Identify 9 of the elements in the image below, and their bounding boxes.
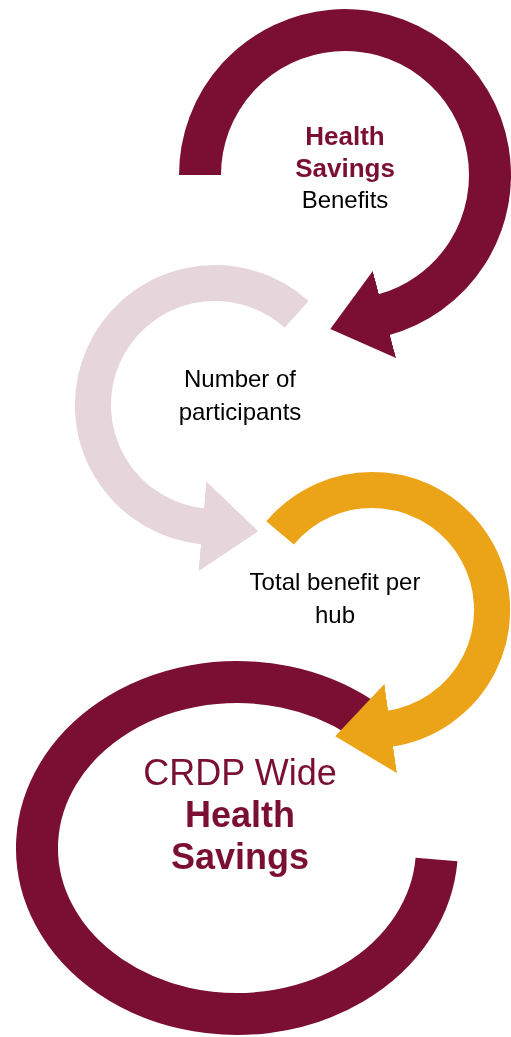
- label: Benefits: [301, 185, 389, 215]
- label: Health Savings: [169, 794, 311, 878]
- curved-arrow: [179, 9, 511, 358]
- label: Total benefit per hub: [248, 567, 422, 630]
- label: Number of participants: [177, 364, 303, 427]
- curved-arrow: [267, 472, 510, 773]
- heading: Health Savings: [294, 120, 396, 184]
- heading: CRDP Wide: [143, 752, 337, 794]
- curved-arrow: [75, 265, 308, 571]
